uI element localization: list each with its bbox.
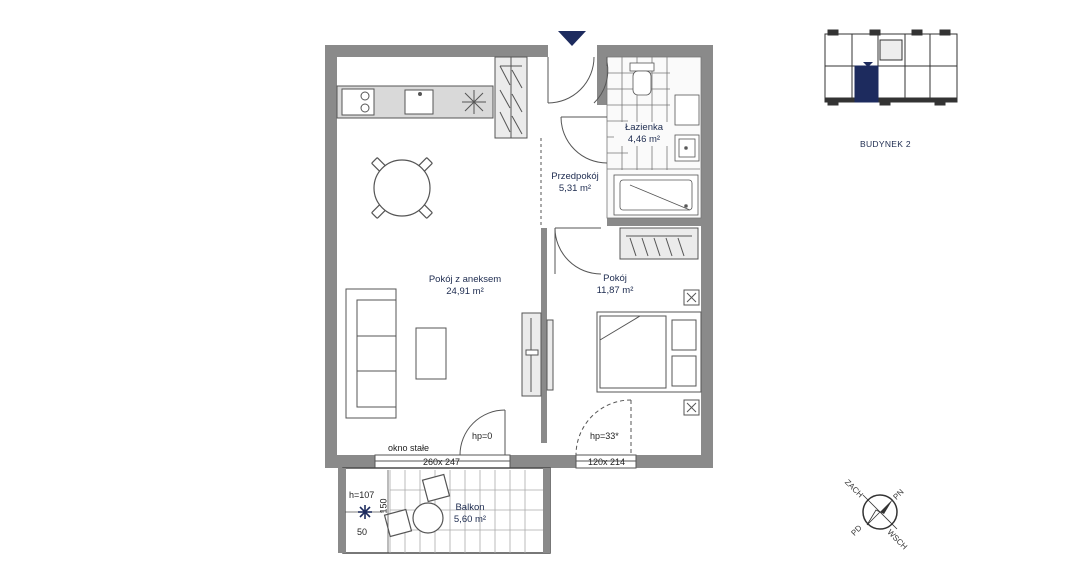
sill-height-bedroom: hp=33* (590, 431, 619, 441)
entrance-door (547, 56, 595, 104)
tv-unit (521, 312, 554, 397)
sofa (345, 288, 397, 419)
balcony-dim-horizontal: 50 (357, 527, 368, 537)
bedroom-balcony-door (575, 399, 632, 456)
kitchen-counter (336, 85, 494, 119)
room-area: 11,87 m² (596, 285, 634, 296)
bedside-tables (683, 289, 700, 416)
bathroom-door (560, 57, 609, 164)
room-label-hall: Przedpokój 5,31 m² (540, 171, 610, 195)
bedroom-door (554, 227, 602, 275)
room-area: 5,31 m² (558, 183, 592, 194)
living-balcony-door (459, 409, 506, 456)
room-label-balcony: Balkon 5,60 m² (440, 502, 500, 526)
room-label-bathroom: Łazienka 4,46 m² (614, 122, 674, 146)
entrance-marker (558, 31, 586, 46)
window-size-bedroom: 120x 214 (588, 457, 626, 467)
interior-walls (541, 45, 701, 443)
hall-wardrobe (494, 56, 528, 139)
bedroom-wardrobe (619, 227, 699, 260)
bed (596, 311, 702, 393)
fixed-window-label: okno stałe (388, 443, 430, 453)
balcony (338, 467, 551, 554)
room-name: Łazienka (624, 122, 664, 133)
compass-icon (862, 494, 898, 530)
balcony-height: h=107 (349, 490, 375, 500)
room-name: Balkon (455, 502, 485, 513)
room-area: 5,60 m² (453, 514, 487, 525)
window-size-living: 260x 247 (423, 457, 461, 467)
room-area: 24,91 m² (446, 286, 484, 297)
coffee-table (415, 327, 447, 380)
room-name: Przedpokój (551, 171, 599, 182)
dining-table (371, 157, 433, 219)
outer-walls (325, 45, 713, 468)
room-label-bedroom: Pokój 11,87 m² (585, 273, 645, 297)
key-plan (824, 29, 958, 106)
room-label-living: Pokój z aneksem 24,91 m² (395, 274, 535, 298)
room-area: 4,46 m² (627, 134, 661, 145)
window-bedroom (575, 454, 637, 469)
snowflake-icon (358, 505, 372, 519)
room-name: Pokój (603, 273, 627, 284)
sill-height-living: hp=0 (472, 431, 493, 441)
room-name: Pokój z aneksem (428, 274, 502, 285)
building-label: BUDYNEK 2 (860, 139, 911, 149)
balcony-dim-vertical: 150 (378, 498, 389, 514)
